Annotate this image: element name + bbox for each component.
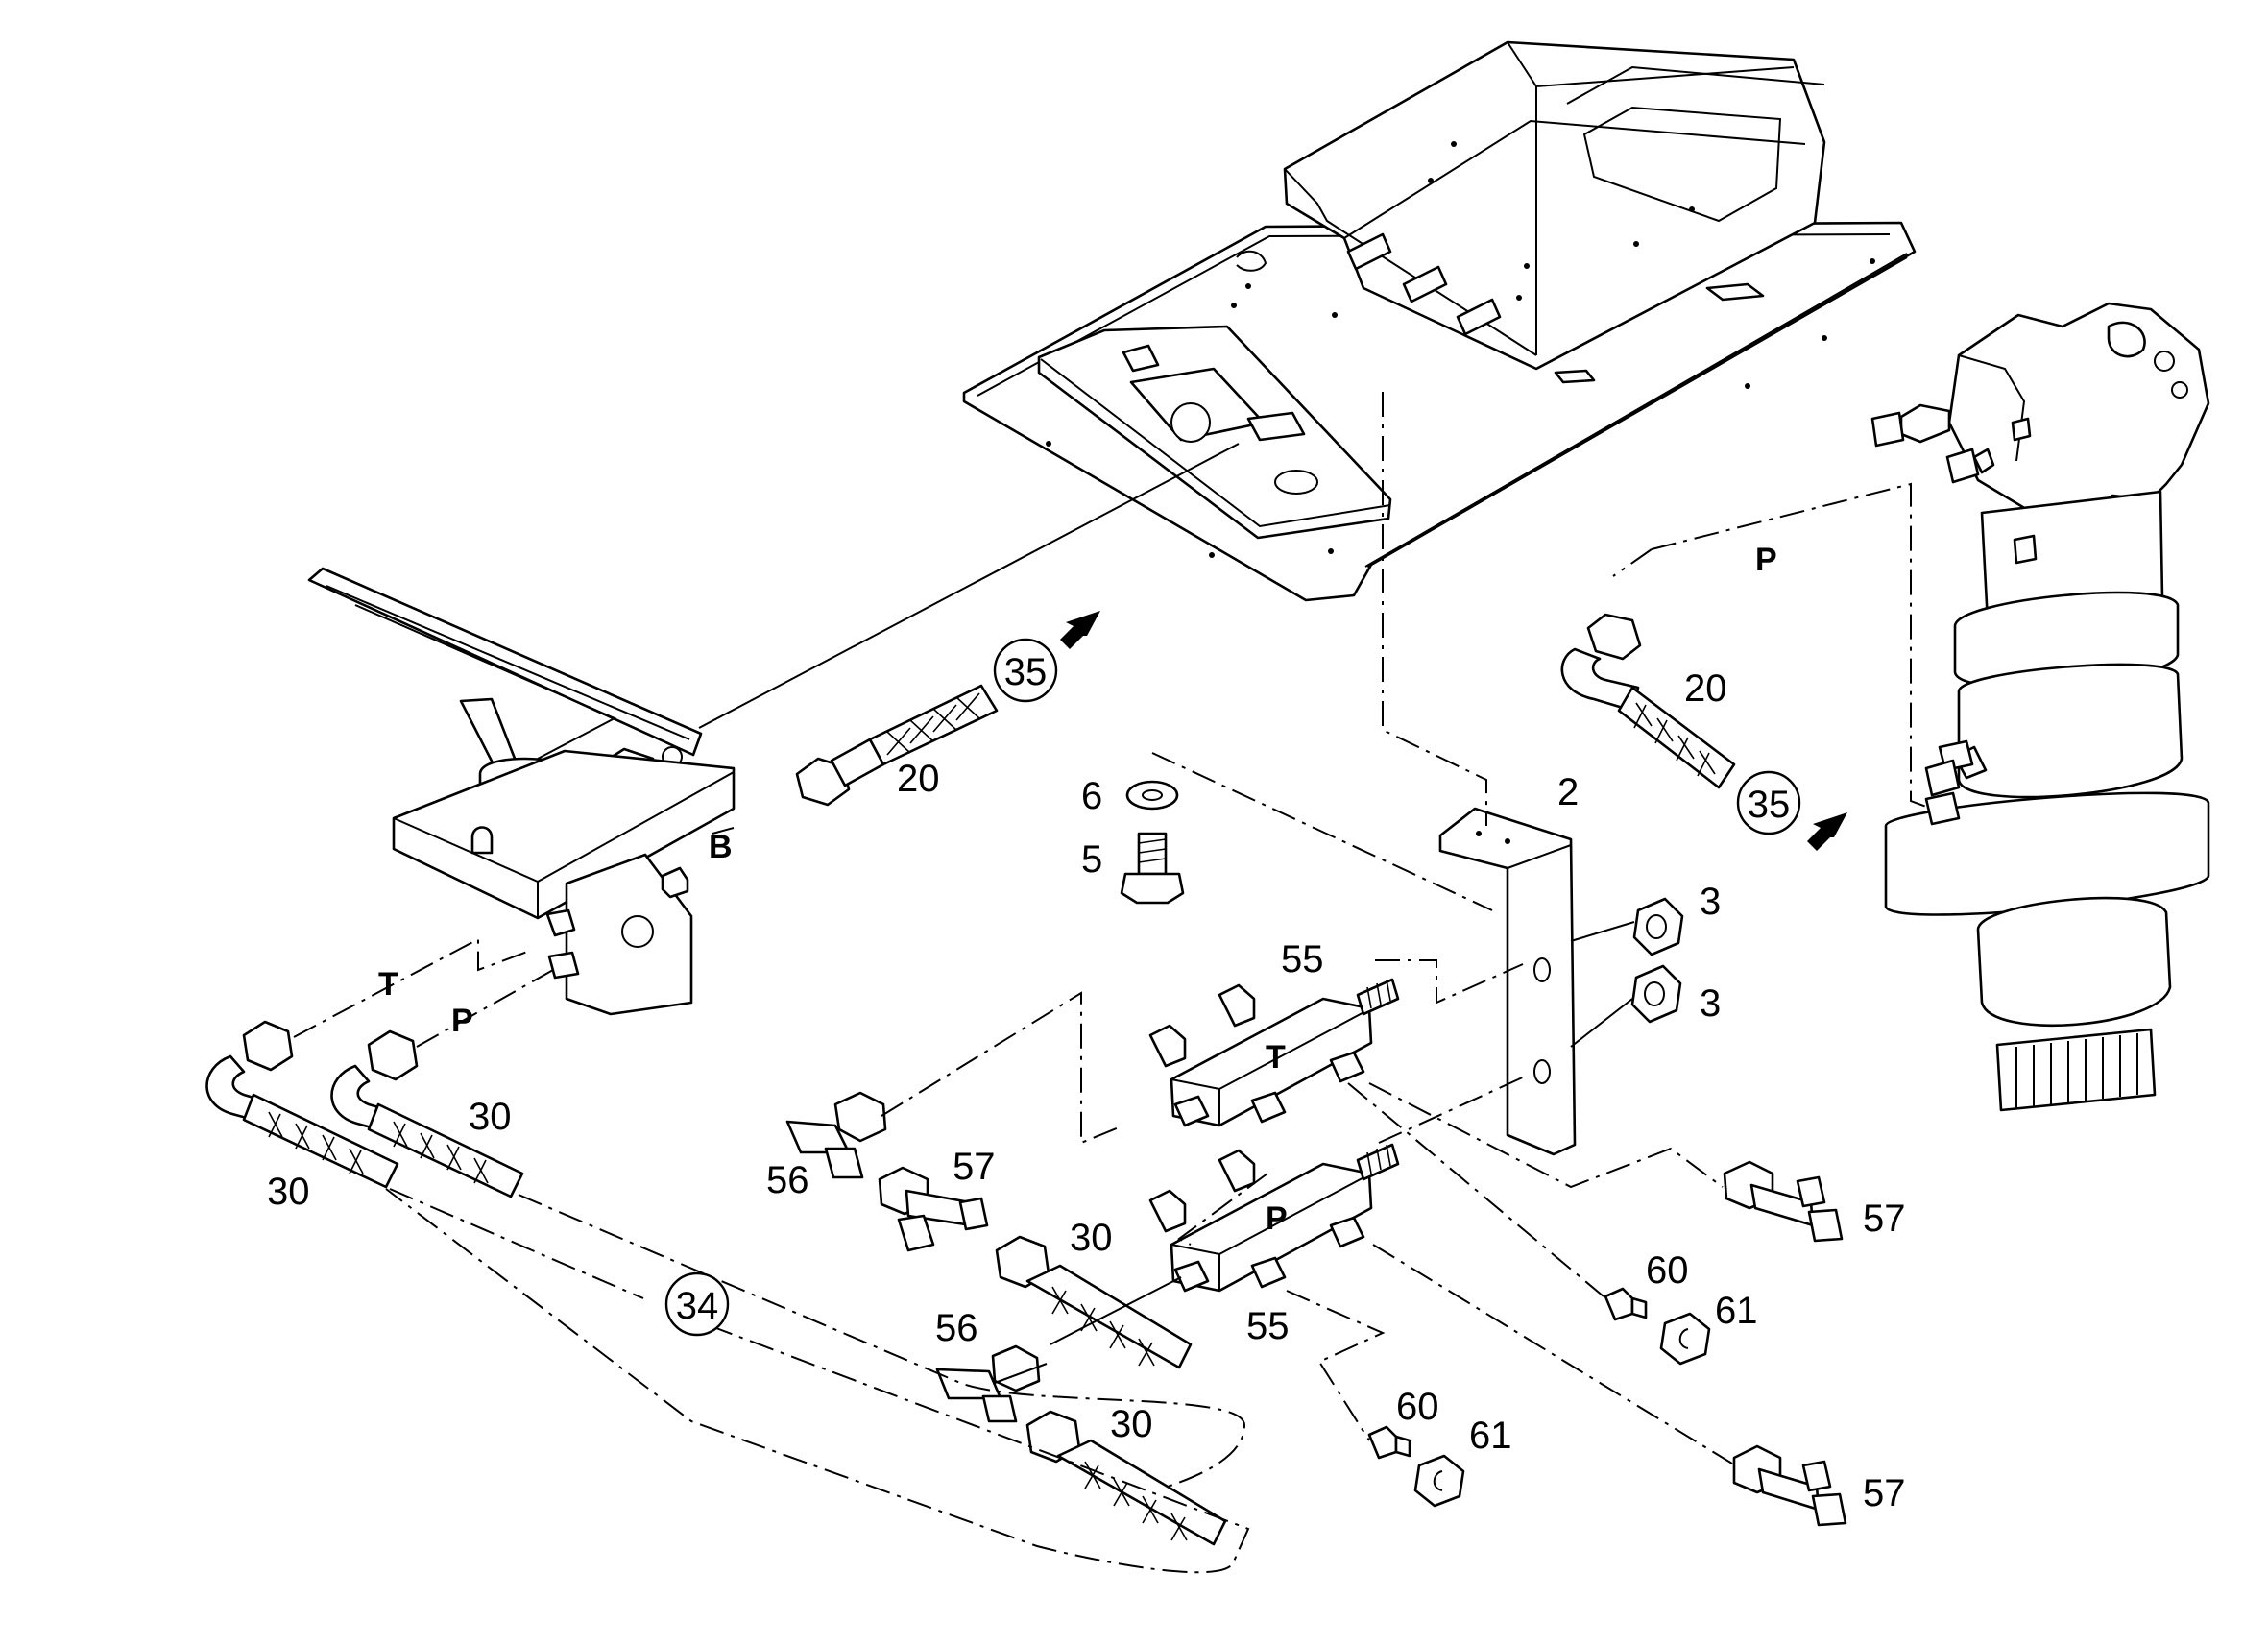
callout-30: 30: [267, 1171, 310, 1213]
hose-30-center-upper: [995, 1235, 1193, 1369]
cap-61-lower: [1413, 1454, 1465, 1508]
foot-pedal-valve: [307, 567, 736, 1016]
callout-61: 61: [1469, 1415, 1512, 1457]
cap-61-upper: [1659, 1312, 1711, 1366]
pinion-teeth: [2015, 1033, 2138, 1108]
port-letter-T: T: [378, 966, 398, 1003]
direction-arrow-right: [1807, 812, 1847, 851]
hose-20-left: [795, 684, 999, 807]
circled-ref-35-upper: 35: [993, 638, 1058, 703]
callout-57: 57: [1863, 1198, 1906, 1240]
callout-3: 3: [1700, 881, 1721, 923]
callout-56: 56: [766, 1159, 809, 1201]
tee-fitting-57-right-upper: [1723, 1160, 1844, 1243]
swing-motor: [1870, 302, 2210, 1112]
callout-30: 30: [469, 1096, 512, 1138]
callout-5: 5: [1081, 838, 1102, 881]
callout-56: 56: [935, 1307, 978, 1349]
bracket-2: [1438, 807, 1577, 1156]
callout-60: 60: [1396, 1386, 1439, 1428]
floor-plate: [962, 40, 1917, 602]
bolt-5: [1120, 832, 1185, 905]
nut-3-lower: [1630, 964, 1682, 1024]
port-letter-B: B: [709, 829, 733, 865]
callout-61: 61: [1715, 1290, 1758, 1332]
hose-20-right: [1560, 613, 1736, 789]
hose-30-left-P: [330, 1029, 524, 1198]
hose-30-left-T: [205, 1020, 399, 1189]
callout-30: 30: [1110, 1403, 1153, 1445]
nut-3-upper: [1632, 897, 1684, 956]
tee-fitting-56-lower: [935, 1344, 1041, 1423]
washer-6: [1125, 780, 1179, 811]
callout-20: 20: [1684, 667, 1727, 710]
port-letter-motor-P: P: [1755, 542, 1777, 578]
callout-55: 55: [1281, 938, 1324, 980]
direction-arrow-upper: [1060, 611, 1100, 649]
ref-34-text: 34: [676, 1285, 719, 1327]
circled-ref-35-right: 35: [1736, 770, 1801, 835]
tee-fitting-56-upper: [785, 1091, 887, 1179]
callout-3: 3: [1700, 982, 1721, 1025]
callout-2: 2: [1557, 771, 1579, 813]
callout-60: 60: [1646, 1249, 1689, 1292]
manifold-block-55-P: [1148, 1143, 1400, 1293]
plug-60-lower: [1367, 1425, 1411, 1460]
callout-57: 57: [953, 1146, 996, 1188]
callout-6: 6: [1081, 775, 1102, 817]
callout-57: 57: [1863, 1472, 1906, 1514]
plug-60-upper: [1604, 1287, 1648, 1321]
callout-30: 30: [1070, 1217, 1113, 1259]
manifold-letter-T: T: [1266, 1039, 1286, 1076]
leader-lines: [293, 256, 1927, 1574]
circled-ref-34: 34: [664, 1271, 730, 1337]
tee-fitting-57-upper: [878, 1166, 989, 1252]
tee-fitting-57-right-lower: [1732, 1444, 1847, 1527]
ref-35-text: 35: [1004, 651, 1048, 693]
manifold-letter-P: P: [1266, 1200, 1288, 1237]
callout-55: 55: [1246, 1305, 1290, 1347]
hose-30-center-lower: [1025, 1410, 1227, 1546]
port-letter-P: P: [451, 1003, 473, 1039]
callout-20: 20: [897, 758, 940, 800]
manifold-block-55-T: [1148, 978, 1400, 1127]
ref-35-text: 35: [1748, 784, 1791, 826]
